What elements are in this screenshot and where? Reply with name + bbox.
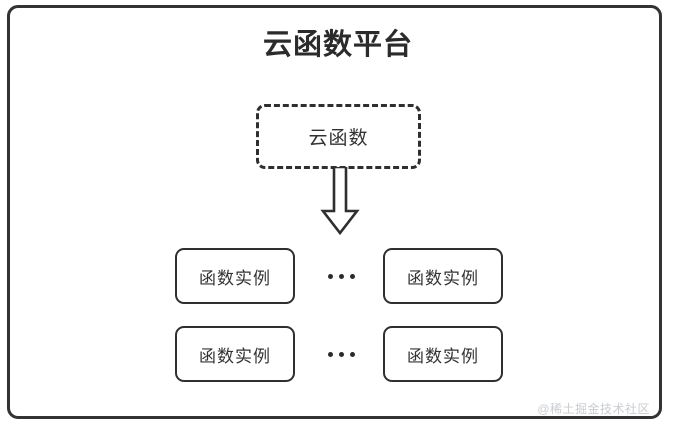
function-instance-label: 函数实例 [407,268,479,288]
dot-icon [327,273,333,279]
instance-row: 函数实例 函数实例 [0,248,676,304]
ellipsis-icon [313,326,369,382]
dot-icon [338,273,344,279]
cloud-function-node: 云函数 [256,104,421,169]
down-arrow-icon [312,165,368,237]
page-title: 云函数平台 [262,29,413,61]
cloud-function-label: 云函数 [308,128,369,149]
dot-icon [327,351,333,357]
dot-icon [349,273,355,279]
function-instance-grid: 函数实例 函数实例 函数实例 函数实例 [0,248,676,404]
function-instance-box: 函数实例 [175,248,295,304]
dot-icon [338,351,344,357]
function-instance-label: 函数实例 [199,346,271,366]
watermark: @稀土掘金技术社区 [537,402,650,416]
function-instance-label: 函数实例 [407,346,479,366]
function-instance-box: 函数实例 [383,326,503,382]
function-instance-label: 函数实例 [199,268,271,288]
ellipsis-icon [313,248,369,304]
dot-icon [349,351,355,357]
function-instance-box: 函数实例 [175,326,295,382]
function-instance-box: 函数实例 [383,248,503,304]
instance-row: 函数实例 函数实例 [0,326,676,382]
